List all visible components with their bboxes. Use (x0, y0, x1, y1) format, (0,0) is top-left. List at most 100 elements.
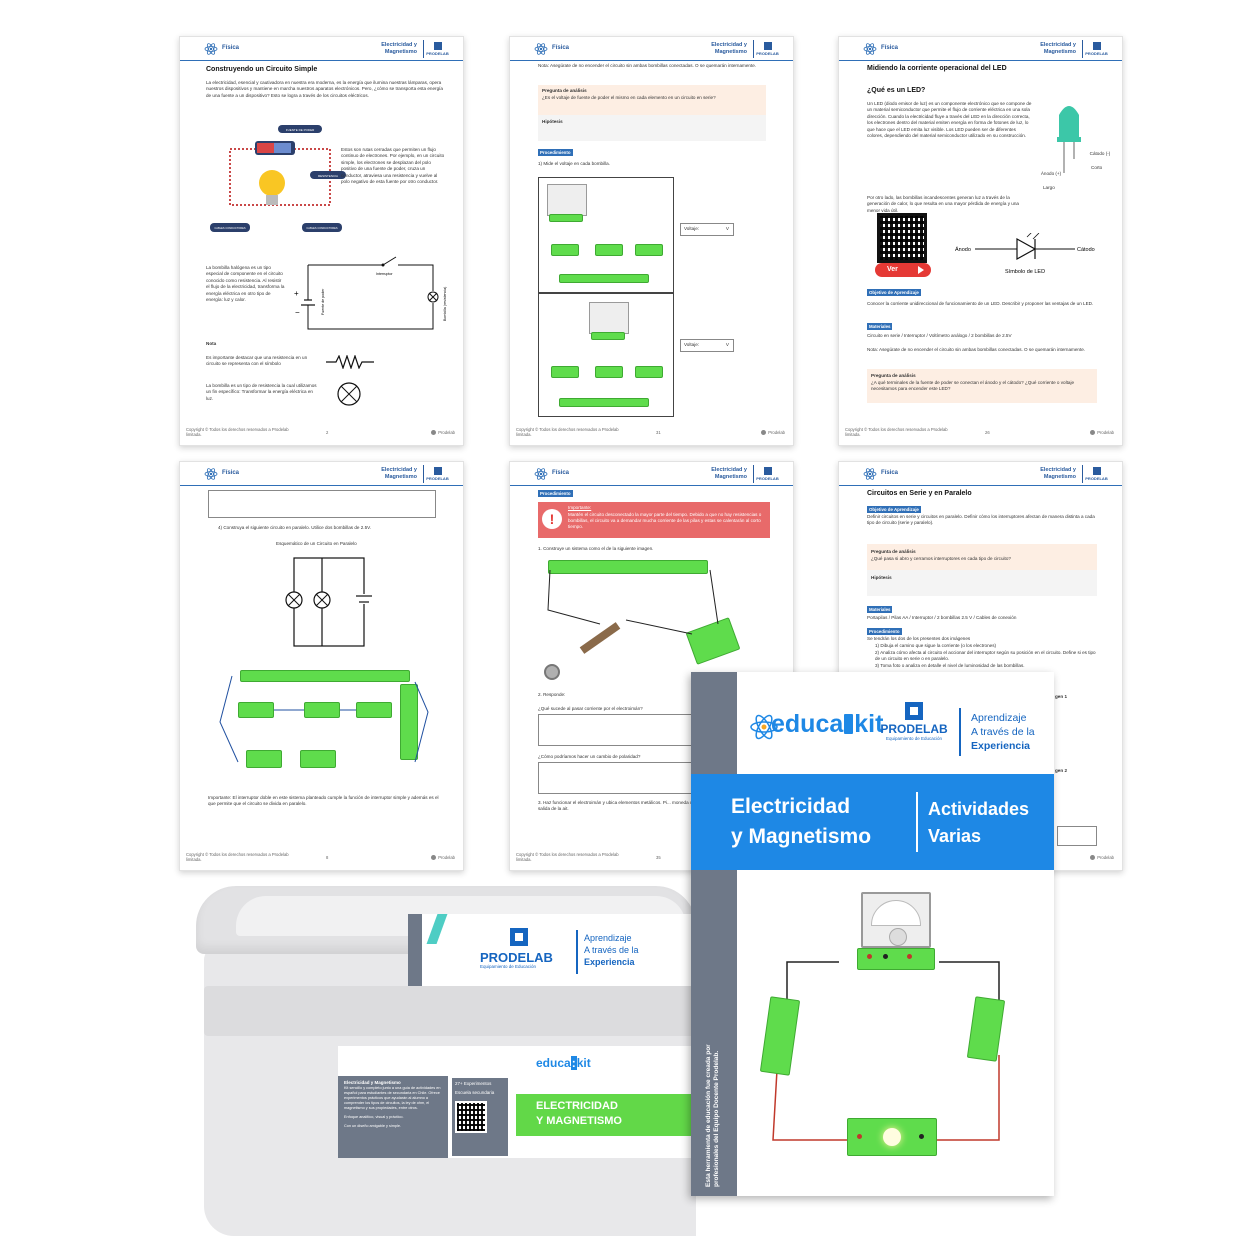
image-2-label: gen 2 (1055, 768, 1067, 773)
header-section: Física (881, 470, 899, 476)
prodelab-icon (905, 702, 923, 720)
prodelab-name: PRODELAB (880, 722, 948, 736)
led-long-label: Largo (1043, 185, 1055, 190)
cover-tagline-2: A través de la (971, 726, 1035, 738)
experiments-count: 27+ Experimentos (455, 1081, 492, 1086)
procedure-step-1: 1) Dibuja el camino que sigue la corrien… (875, 643, 997, 648)
prodelab-logo: PRODELAB (423, 40, 451, 58)
materials-text: Circuito en serie / Interruptor / Voltím… (867, 333, 1012, 338)
bulb-symbol-icon (337, 382, 361, 406)
note-bombilla: La bombilla es un tipo de resistencia la… (206, 383, 317, 401)
footer-copyright: Copyright © Todos los derechos reservado… (845, 427, 948, 437)
voltage-field-2[interactable]: Voltaje: V (680, 339, 734, 352)
footer-brand: Prodelab (1090, 855, 1114, 860)
voltage-label: Voltaje: (684, 342, 700, 347)
hypothesis-box (538, 115, 766, 141)
header-subject: Electricidad y Magnetismo (711, 467, 747, 480)
materials-text: Portapilas / Pilas AA / Interruptor / 2 … (867, 615, 1017, 620)
guide-page-circuito-simple: Física Electricidad y Magnetismo PRODELA… (179, 36, 464, 446)
atom-logo-icon (750, 714, 778, 740)
footer-copyright: Copyright © Todos los derechos reservado… (516, 852, 619, 862)
box-rim (204, 986, 696, 1036)
objective-tag: Objetivo de Aprendizaje (867, 506, 921, 513)
header-subject: Electricidad y Magnetismo (1040, 467, 1076, 480)
video-button-label: Ver (887, 266, 898, 273)
note-text: Nota: Asegúrate de no encender el circui… (538, 63, 757, 68)
voltage-field-1[interactable]: Voltaje: V (680, 223, 734, 236)
note-label: Nota (206, 341, 217, 346)
prodelab-icon (510, 928, 528, 946)
procedure-tag: Procedimiento (867, 628, 902, 635)
page-footer: Copyright © Todos los derechos reservado… (516, 427, 785, 441)
brand-part-1: educa (771, 710, 844, 738)
question-text: ¿Es el voltaje de fuente de poder el mis… (542, 95, 716, 100)
page-header: Física Electricidad y Magnetismo PRODELA… (510, 37, 793, 61)
atom-icon (863, 468, 877, 480)
note-resistencia: Es importante destacar que una resistenc… (206, 355, 308, 367)
important-text: Importante: El interruptor doble en este… (208, 795, 439, 807)
prodelab-logo: PRODELAB (1082, 40, 1110, 58)
cover-tagline-1: Aprendizaje (971, 712, 1027, 724)
box-tagline-1: Aprendizaje (584, 933, 632, 943)
label-title: Electricidad y Magnetismo (344, 1080, 401, 1085)
answer-field[interactable] (1057, 826, 1097, 846)
box-tagline-3: Experiencia (584, 957, 635, 967)
label-cables-1: CABLES CONDUCTORES (214, 226, 245, 230)
page-number: 35 (656, 855, 661, 860)
circuit-schematic: + − Interruptor Fuente de poder Bombilla… (294, 256, 447, 330)
question1-text: ¿Qué sucede al pasar corriente por el el… (538, 706, 643, 711)
school-level: Escuela secundaria (455, 1090, 495, 1095)
atom-icon (204, 43, 218, 55)
qr-code[interactable] (455, 1101, 487, 1133)
question-box (538, 85, 766, 115)
step3-text: 3. Haz funcionar el electroimán y ubica … (538, 800, 762, 812)
svg-text:−: − (295, 308, 300, 317)
header-section: Física (222, 470, 240, 476)
guide-page-voltaje-serie: Física Electricidad y Magnetismo PRODELA… (509, 36, 794, 446)
prodelab-logo: PRODELAB (423, 465, 451, 483)
spine-text: Esta herramienta de educación fue creada… (705, 1044, 720, 1187)
video-button[interactable]: Ver (875, 263, 931, 277)
footer-copyright: Copyright © Todos los derechos reservado… (186, 427, 289, 437)
warning-box: ! Importante: Mantén el circuito descone… (538, 502, 770, 538)
hypothesis-label: Hipótesis (871, 575, 892, 580)
label-fuente-poder: Fuente de poder (321, 288, 325, 315)
procedure-step-2: 2) Analiza cómo afecta al circuito el ac… (875, 650, 1096, 662)
procedure-step-3: 3) Toma foto o analiza en detalle el niv… (875, 663, 1025, 668)
objective-text: Conocer la corriente unidireccional de f… (867, 301, 1094, 306)
lid-label: PRODELAB Equipamiento de Educación Apren… (408, 914, 778, 986)
compass (544, 664, 560, 680)
step-text: 1) Mide el voltaje en cada bombilla. (538, 161, 611, 166)
atom-icon (204, 468, 218, 480)
voltmeter (589, 302, 629, 334)
question-text: ¿A qué terminales de la fuente de poder … (871, 380, 1075, 392)
led-illustration (1057, 106, 1081, 173)
bulb-comparison-text: Por otro lado, las bombillas incandescen… (867, 195, 1019, 213)
box-prodelab-sub: Equipamiento de Educación (480, 964, 537, 969)
cover-title-1: Electricidad (731, 795, 851, 818)
answer-field[interactable] (208, 490, 436, 518)
intro-text: La electricidad, esencial y cautivadora … (206, 80, 443, 98)
page-title: Circuitos en Serie y en Paralelo (867, 490, 972, 497)
cover-subtitle: Actividades Varias (928, 796, 1029, 850)
question-label: Pregunta de análisis (871, 373, 916, 378)
play-icon (918, 266, 924, 274)
header-section: Física (552, 45, 570, 51)
resistor-symbol-icon (326, 355, 374, 369)
product-name-2: Y MAGNETISMO (536, 1115, 622, 1127)
page-header: Física Electricidad y Magnetismo PRODELA… (839, 462, 1122, 486)
question-box (867, 369, 1097, 403)
diagram-title: Esquemático de un Circuito en Paralelo (276, 541, 357, 546)
guide-page-paralelo: Física Electricidad y Magnetismo PRODELA… (179, 461, 464, 871)
warning-icon: ! (542, 509, 562, 529)
voltmeter (547, 184, 587, 216)
bulb (883, 1128, 901, 1146)
qr-code[interactable] (877, 213, 927, 263)
page-title: Construyendo un Circuito Simple (206, 66, 318, 73)
cover-subtitle-2: Varias (928, 826, 982, 846)
product-name-1: ELECTRICIDAD (536, 1100, 618, 1112)
page-number: 26 (985, 430, 990, 435)
prodelab-logo: PRODELAB Equipamiento de Educación (879, 702, 949, 741)
header-section: Física (222, 45, 240, 51)
title-band (691, 774, 1054, 870)
